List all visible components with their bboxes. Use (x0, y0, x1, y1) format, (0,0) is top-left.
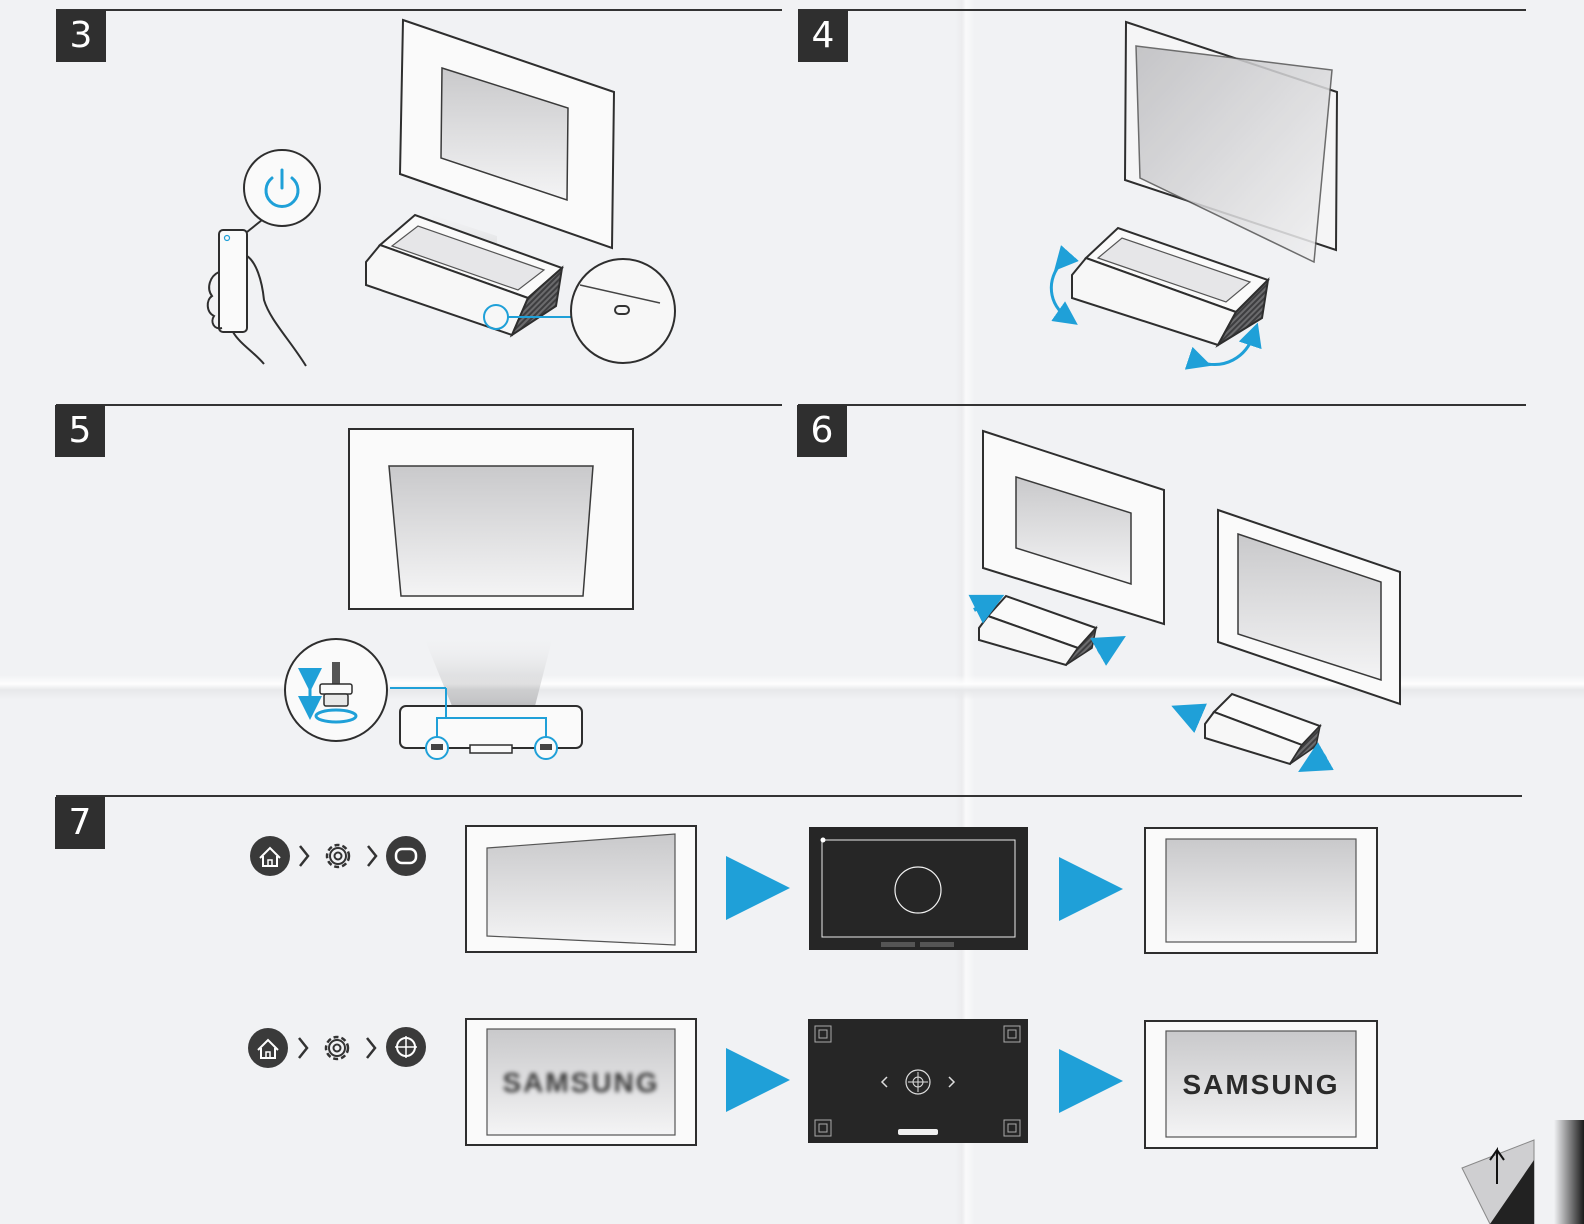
foot-highlight-right (535, 737, 557, 759)
chevron-right-icon (368, 846, 376, 866)
power-callout (244, 150, 320, 226)
gear-icon (326, 1037, 348, 1059)
step4-illustration (1051, 22, 1337, 364)
chevron-right-icon (299, 1038, 307, 1058)
home-icon (248, 1028, 288, 1068)
foot-highlight-left (426, 737, 448, 759)
chevron-right-icon (367, 1038, 375, 1058)
focus-icon (386, 1027, 426, 1067)
keystone-adjust-screen (809, 827, 1028, 950)
gear-icon (327, 845, 349, 867)
brand-text: SAMSUNG (1182, 1069, 1339, 1100)
power-button-zoom (571, 259, 675, 363)
foot-zoom (285, 639, 387, 741)
scan-edge-shadow (1554, 1120, 1584, 1224)
step3-illustration (208, 20, 675, 366)
projector-far (1205, 694, 1320, 764)
keystone-before (466, 826, 696, 952)
chevron-right-icon (300, 846, 308, 866)
projector-near (979, 596, 1096, 665)
skewed-projection (1136, 46, 1332, 262)
page-curl (1462, 1140, 1534, 1224)
focus-adjust-screen (808, 1019, 1028, 1143)
blurred-brand-text: SAMSUNG (502, 1067, 659, 1098)
menu-path-focus (248, 1027, 426, 1068)
step5-illustration (285, 429, 633, 759)
hand-with-remote (208, 220, 306, 366)
home-icon (250, 836, 290, 876)
keystone-after (1145, 828, 1377, 953)
trapezoid-projection (389, 466, 593, 596)
step6-illustration (974, 431, 1400, 764)
projection-beam (425, 640, 552, 706)
rotate-arrow-left (1051, 262, 1068, 318)
keystone-icon (386, 836, 426, 876)
wall-screen (400, 20, 614, 248)
projector (1072, 228, 1268, 345)
menu-path-keystone (250, 836, 426, 876)
